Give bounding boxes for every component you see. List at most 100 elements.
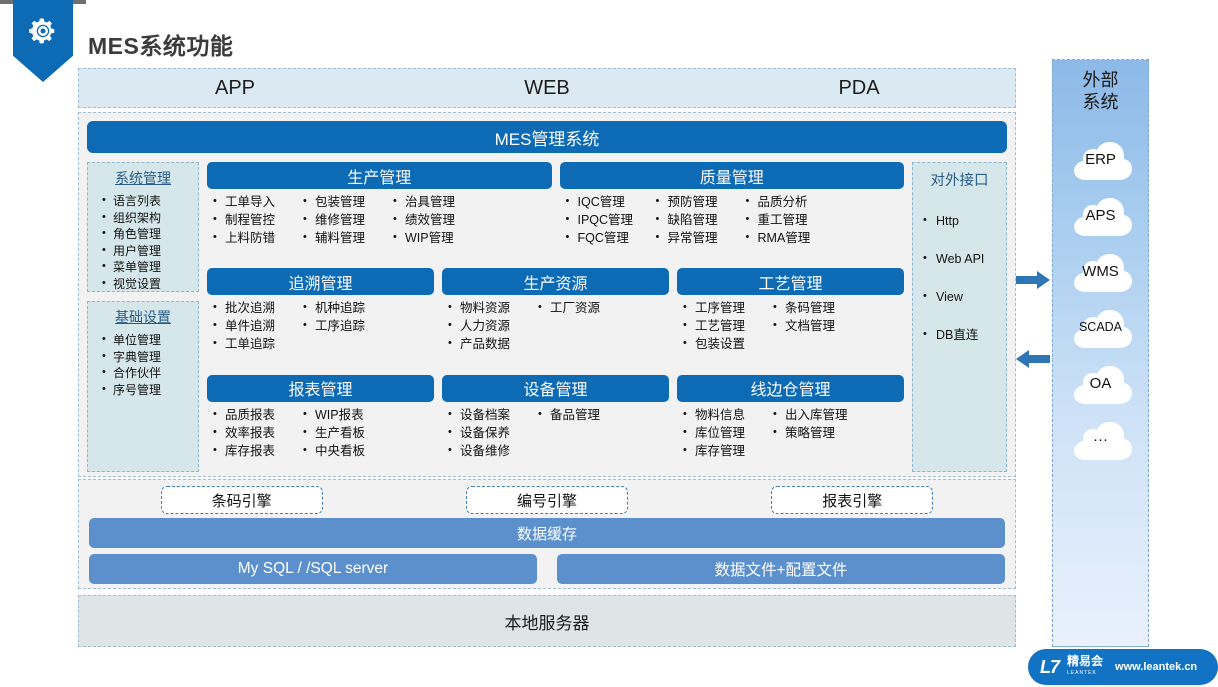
list-item[interactable]: 设备档案	[446, 405, 534, 424]
list-item[interactable]: WIP管理	[391, 228, 479, 247]
list-item[interactable]: 工序管理	[681, 298, 769, 317]
list-item[interactable]: 产品数据	[446, 334, 534, 353]
list-item[interactable]: 工单导入	[211, 192, 299, 211]
brand-name-cn: 精易会 LEANTEK	[1067, 655, 1103, 679]
list-item[interactable]: 物料资源	[446, 298, 534, 317]
list-item[interactable]: 批次追溯	[211, 298, 299, 317]
list-item[interactable]: 工单追踪	[211, 334, 299, 353]
panel-external-interface[interactable]: 对外接口 Http Web API View DB直连	[912, 162, 1007, 472]
list-item[interactable]: 设备维修	[446, 441, 534, 460]
module-production-management[interactable]: 生产管理 工单导入 制程管控 上料防错 包装管理 维修管理 辅料管理	[207, 162, 552, 260]
list-item[interactable]: 生产看板	[301, 423, 389, 442]
cloud-wms[interactable]: WMS	[1064, 249, 1138, 293]
engine-numbering[interactable]: 编号引擎	[465, 486, 628, 514]
list-item[interactable]: 机种追踪	[301, 298, 389, 317]
list-item[interactable]: 效率报表	[211, 423, 299, 442]
module-line-side-warehouse[interactable]: 线边仓管理 物料信息 库位管理 库存管理 出入库管理 策略管理	[677, 374, 904, 472]
list-item[interactable]: 品质报表	[211, 405, 299, 424]
panel-system-management[interactable]: 系统管理 语言列表 组织架构 角色管理 用户管理 菜单管理 视觉设置	[87, 162, 199, 292]
list-item[interactable]: 工序追踪	[301, 316, 389, 335]
list-item[interactable]: 备品管理	[536, 405, 624, 424]
module-process-management[interactable]: 工艺管理 工序管理 工艺管理 包装设置 条码管理 文档管理	[677, 268, 904, 366]
list-item[interactable]: 维修管理	[301, 210, 389, 229]
client-pda: PDA	[838, 76, 880, 99]
brand-url: www.leantek.cn	[1115, 661, 1198, 673]
list-item[interactable]: 菜单管理	[102, 258, 194, 276]
list-item[interactable]: WIP报表	[301, 405, 389, 424]
cloud-oa[interactable]: OA	[1064, 361, 1138, 405]
list-item[interactable]: 策略管理	[771, 423, 859, 442]
list-item[interactable]: 单件追溯	[211, 316, 299, 335]
list-item[interactable]: 包装管理	[301, 192, 389, 211]
list-item[interactable]: 工厂资源	[536, 298, 624, 317]
list-item[interactable]: 物料信息	[681, 405, 769, 424]
module-title: 设备管理	[442, 374, 669, 402]
list-item[interactable]: 工艺管理	[681, 316, 769, 335]
list-item[interactable]: 辅料管理	[301, 228, 389, 247]
cloud-icon	[1073, 422, 1132, 460]
list-item[interactable]: 包装设置	[681, 334, 769, 353]
cloud-more[interactable]: ···	[1064, 417, 1138, 461]
list-item[interactable]: 视觉设置	[102, 275, 194, 293]
list-item[interactable]: 库位管理	[681, 423, 769, 442]
module-quality-management[interactable]: 质量管理 IQC管理 IPQC管理 FQC管理 预防管理 缺陷管理 异常管理	[559, 162, 905, 260]
module-body: IQC管理 IPQC管理 FQC管理 预防管理 缺陷管理 异常管理 品质分析 重…	[560, 192, 905, 247]
module-body: 物料信息 库位管理 库存管理 出入库管理 策略管理	[677, 405, 904, 460]
cloud-scada[interactable]: SCADA	[1064, 305, 1138, 349]
panel-basic-settings[interactable]: 基础设置 单位管理 字典管理 合作伙伴 序号管理	[87, 301, 199, 472]
list-item[interactable]: 出入库管理	[771, 405, 859, 424]
list-item[interactable]: 合作伙伴	[102, 364, 194, 382]
list-item[interactable]: 文档管理	[771, 316, 859, 335]
list-item[interactable]: 制程管控	[211, 210, 299, 229]
list-item[interactable]: 预防管理	[654, 192, 742, 211]
list-item[interactable]: 人力资源	[446, 316, 534, 335]
module-traceability-management[interactable]: 追溯管理 批次追溯 单件追溯 工单追踪 机种追踪 工序追踪	[207, 268, 434, 366]
list-item[interactable]: 库存管理	[681, 441, 769, 460]
list-item[interactable]: 品质分析	[744, 192, 832, 211]
arrow-right-icon	[1016, 271, 1050, 294]
list-item[interactable]: 单位管理	[102, 331, 194, 349]
client-channel-bar: APP WEB PDA	[78, 68, 1016, 108]
module-report-management[interactable]: 报表管理 品质报表 效率报表 库存报表 WIP报表 生产看板 中央看板	[207, 374, 434, 472]
arrow-left-icon	[1016, 350, 1050, 373]
page-title: MES系统功能	[88, 33, 234, 59]
cloud-label: ERP	[1085, 150, 1116, 168]
list-item[interactable]: 用户管理	[102, 242, 194, 260]
list-item[interactable]: DB直连	[923, 325, 1004, 344]
list-item[interactable]: RMA管理	[744, 228, 832, 247]
list-item[interactable]: IQC管理	[564, 192, 652, 211]
list-item[interactable]: 组织架构	[102, 209, 194, 227]
module-body: 物料资源 人力资源 产品数据 工厂资源	[442, 298, 669, 353]
module-production-resources[interactable]: 生产资源 物料资源 人力资源 产品数据 工厂资源	[442, 268, 669, 366]
list-item[interactable]: 治具管理	[391, 192, 479, 211]
panel-item-list: 单位管理 字典管理 合作伙伴 序号管理	[92, 331, 194, 399]
list-item[interactable]: 角色管理	[102, 225, 194, 243]
list-item[interactable]: 重工管理	[744, 210, 832, 229]
list-item[interactable]: 序号管理	[102, 381, 194, 399]
module-equipment-management[interactable]: 设备管理 设备档案 设备保养 设备维修 备品管理	[442, 374, 669, 472]
cloud-erp[interactable]: ERP	[1064, 137, 1138, 181]
list-item[interactable]: 语言列表	[102, 192, 194, 210]
cloud-icon	[1073, 366, 1132, 404]
list-item[interactable]: 绩效管理	[391, 210, 479, 229]
list-item[interactable]: FQC管理	[564, 228, 652, 247]
list-item[interactable]: 异常管理	[654, 228, 742, 247]
list-item[interactable]: Http	[923, 211, 1004, 230]
brand-logo-mark: L7	[1040, 656, 1060, 677]
list-item[interactable]: 设备保养	[446, 423, 534, 442]
brand-footer[interactable]: L7 精易会 LEANTEK www.leantek.cn	[1028, 649, 1218, 685]
engine-report[interactable]: 报表引擎	[771, 486, 934, 514]
mes-title-bar: MES管理系统	[87, 121, 1007, 153]
list-item[interactable]: 库存报表	[211, 441, 299, 460]
engine-barcode[interactable]: 条码引擎	[160, 486, 323, 514]
list-item[interactable]: IPQC管理	[564, 210, 652, 229]
list-item[interactable]: 字典管理	[102, 348, 194, 366]
list-item[interactable]: 中央看板	[301, 441, 389, 460]
database-sql: My SQL / /SQL server	[89, 554, 537, 584]
list-item[interactable]: 上料防错	[211, 228, 299, 247]
list-item[interactable]: Web API	[923, 249, 1004, 268]
list-item[interactable]: 缺陷管理	[654, 210, 742, 229]
cloud-aps[interactable]: APS	[1064, 193, 1138, 237]
list-item[interactable]: View	[923, 287, 1004, 306]
list-item[interactable]: 条码管理	[771, 298, 859, 317]
